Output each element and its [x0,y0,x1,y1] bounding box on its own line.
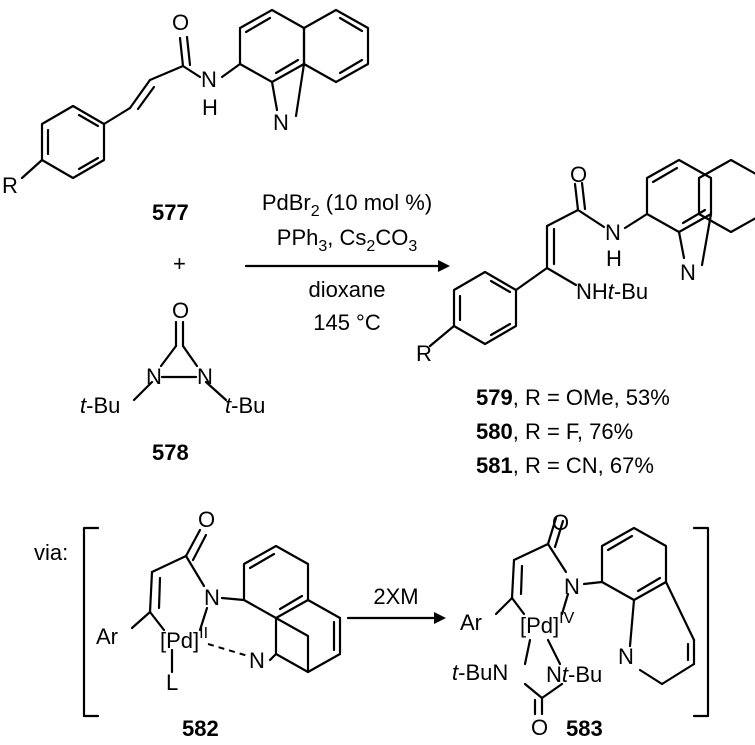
sm2-n1-label: N [146,364,162,389]
product-579-entry: 579, R = OMe, 53% [476,385,670,410]
condition-additives: PPh3, Cs2CO3 [277,225,418,255]
int2-urea-o-label: O [531,715,548,740]
int2-ar-label: Ar [460,610,482,635]
int2-right-n-label: Nt-Bu [546,662,602,687]
structure-583: O N Ar [Pd]IV t-BuN Nt-Bu O N [452,510,696,740]
compound-582-label: 582 [182,716,219,741]
product-n-label: N [605,220,621,245]
sm2-tbu-right: t-Bu [225,393,265,418]
int2-left-n-label: t-BuN [452,660,508,685]
structure-582: O N Ar [Pd]II L N [96,507,342,695]
structure-product: R O N H NHt-Bu N [416,158,755,366]
int2-pd-label: [Pd]IV [520,610,575,638]
product-nhtbu-label: NHt-Bu [576,279,648,304]
product-quinoline-n-label: N [680,260,696,285]
condition-catalyst: PdBr2 (10 mol %) [262,190,432,220]
structure-577: R O N H N [2,8,370,198]
sm1-o-label: O [172,10,189,35]
int2-quinoline-n-label: N [618,644,634,669]
reagent-2xm: 2XM [373,584,418,609]
compound-578-label: 578 [152,440,189,465]
mechanism-arrow [346,612,446,624]
sm2-n2-label: N [197,364,213,389]
reaction-arrow [244,260,450,272]
condition-solvent: dioxane [308,277,385,302]
plus-sign: + [173,251,186,276]
int2-n-label: N [564,574,580,599]
via-label: via: [34,540,68,565]
sm2-tbu-left: t-Bu [80,393,120,418]
product-581-entry: 581, R = CN, 67% [476,453,654,478]
int1-l-label: L [166,670,178,695]
compound-577-label: 577 [152,200,189,225]
right-bracket [692,526,710,718]
condition-temperature: 145 °C [313,310,381,335]
int1-quinoline-n-label: N [249,648,265,673]
int1-pd-label: [Pd]II [160,625,208,653]
sm1-n-label: N [201,67,217,92]
compound-583-label: 583 [566,716,603,741]
int1-n-label: N [204,585,220,610]
product-h-label: H [606,246,622,271]
int1-o-label: O [198,507,215,532]
int2-o-label: O [552,510,569,535]
product-o-label: O [570,162,587,187]
left-bracket [82,526,100,718]
sm1-r-label: R [2,173,18,198]
sm1-h-label: H [202,95,218,120]
product-r-label: R [416,341,432,366]
int1-ar-label: Ar [96,624,118,649]
product-580-entry: 580, R = F, 76% [476,419,633,444]
structure-578: O N N t-Bu t-Bu [80,298,265,418]
sm1-quinoline-n-label: N [273,110,289,135]
sm2-o-label: O [172,298,189,323]
